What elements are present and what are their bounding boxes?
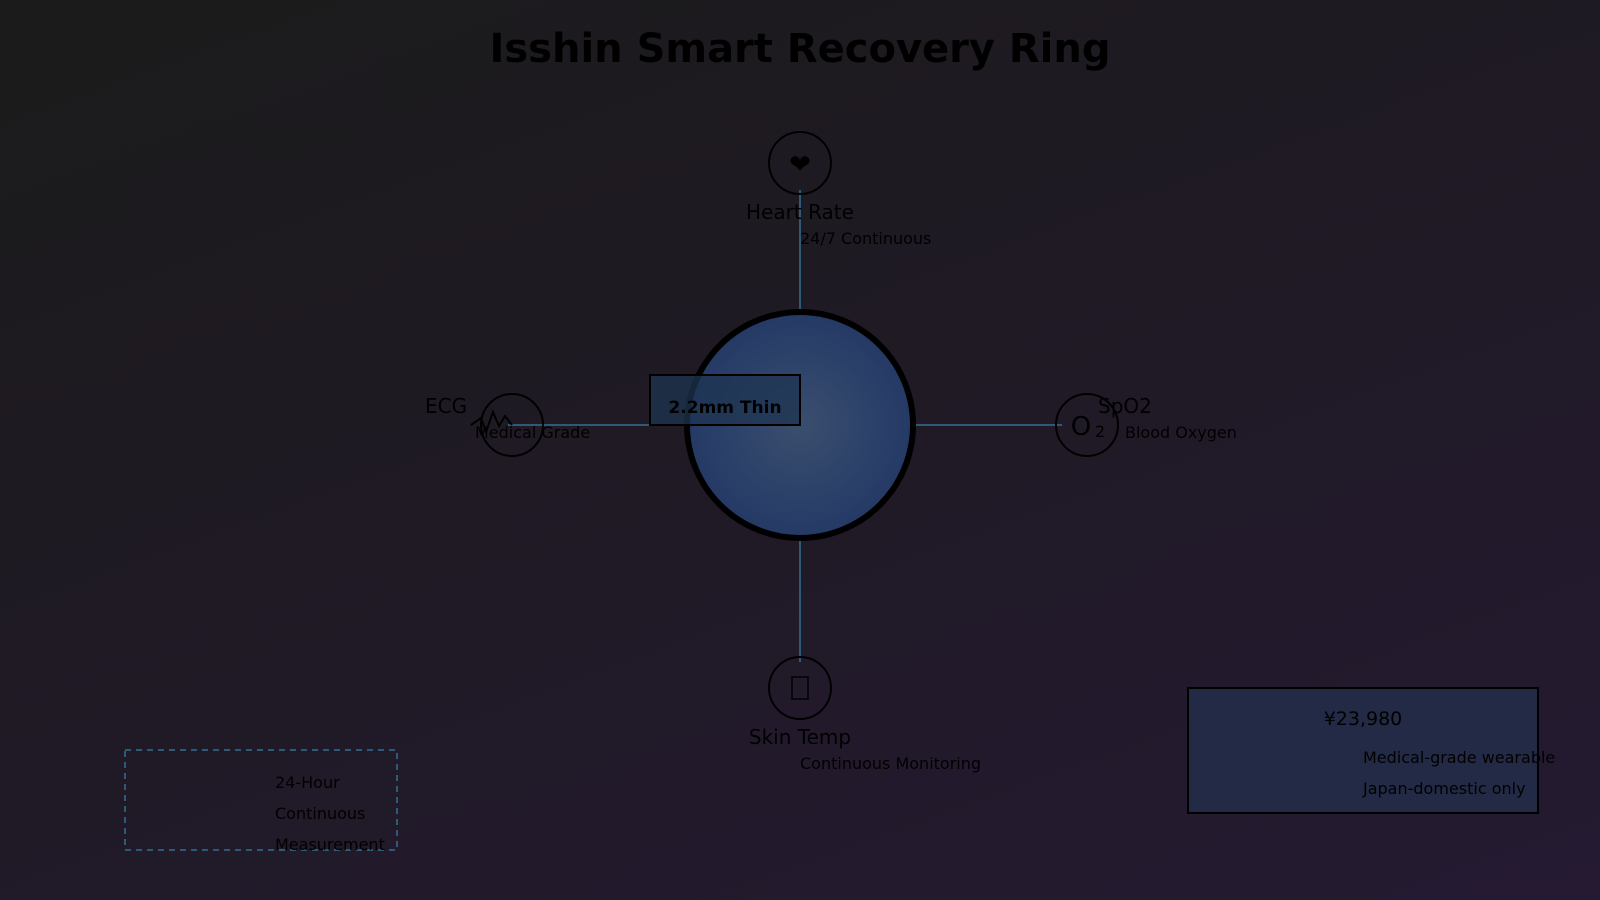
feature-spo2: O 2 SpO2 Blood Oxygen: [1055, 393, 1237, 457]
spo2-label: SpO2: [1098, 394, 1152, 418]
measurement-line-3: Measurement: [275, 835, 385, 854]
skin-temp-node: [768, 656, 832, 720]
heart-rate-sub: 24/7 Continuous: [800, 229, 931, 248]
skin-temp-sub: Continuous Monitoring: [800, 754, 981, 773]
price-value: ¥23,980: [1324, 708, 1403, 730]
connectors: [508, 190, 1062, 662]
ecg-label: ECG: [425, 394, 467, 418]
thermometer-icon: [791, 676, 809, 700]
spo2-sub: Blood Oxygen: [1125, 423, 1237, 442]
measurement-box: 24-Hour Continuous Measurement: [124, 749, 398, 854]
thickness-badge: [649, 374, 801, 426]
price-box: ¥23,980 Medical-grade wearable Japan-dom…: [1187, 687, 1555, 814]
price-line-2: Japan-domestic only: [1362, 779, 1526, 798]
spo2-node: [1055, 393, 1119, 457]
measurement-box-frame: [124, 749, 398, 851]
ecg-node: [480, 393, 544, 457]
ecg-sub: Medical Grade: [475, 423, 590, 442]
measurement-line-2: Continuous: [275, 804, 365, 823]
heart-rate-label: Heart Rate: [746, 200, 854, 224]
o2-icon: O: [1071, 412, 1091, 442]
skin-temp-label: Skin Temp: [749, 725, 851, 749]
o2-icon-subscript: 2: [1095, 422, 1105, 441]
heart-rate-node: [768, 131, 832, 195]
price-box-frame: [1187, 687, 1539, 814]
feature-heart-rate: ❤ Heart Rate 24/7 Continuous: [746, 131, 931, 248]
heart-icon: ❤: [789, 150, 811, 180]
thickness-badge-label: 2.2mm Thin: [668, 398, 781, 418]
page-title: Isshin Smart Recovery Ring: [489, 26, 1110, 72]
ecg-waveform-icon: [470, 409, 513, 435]
feature-skin-temp: Skin Temp Continuous Monitoring: [749, 656, 981, 773]
measurement-line-1: 24-Hour: [275, 773, 340, 792]
feature-ecg: ECG Medical Grade: [425, 393, 590, 457]
price-line-1: Medical-grade wearable: [1363, 748, 1555, 767]
